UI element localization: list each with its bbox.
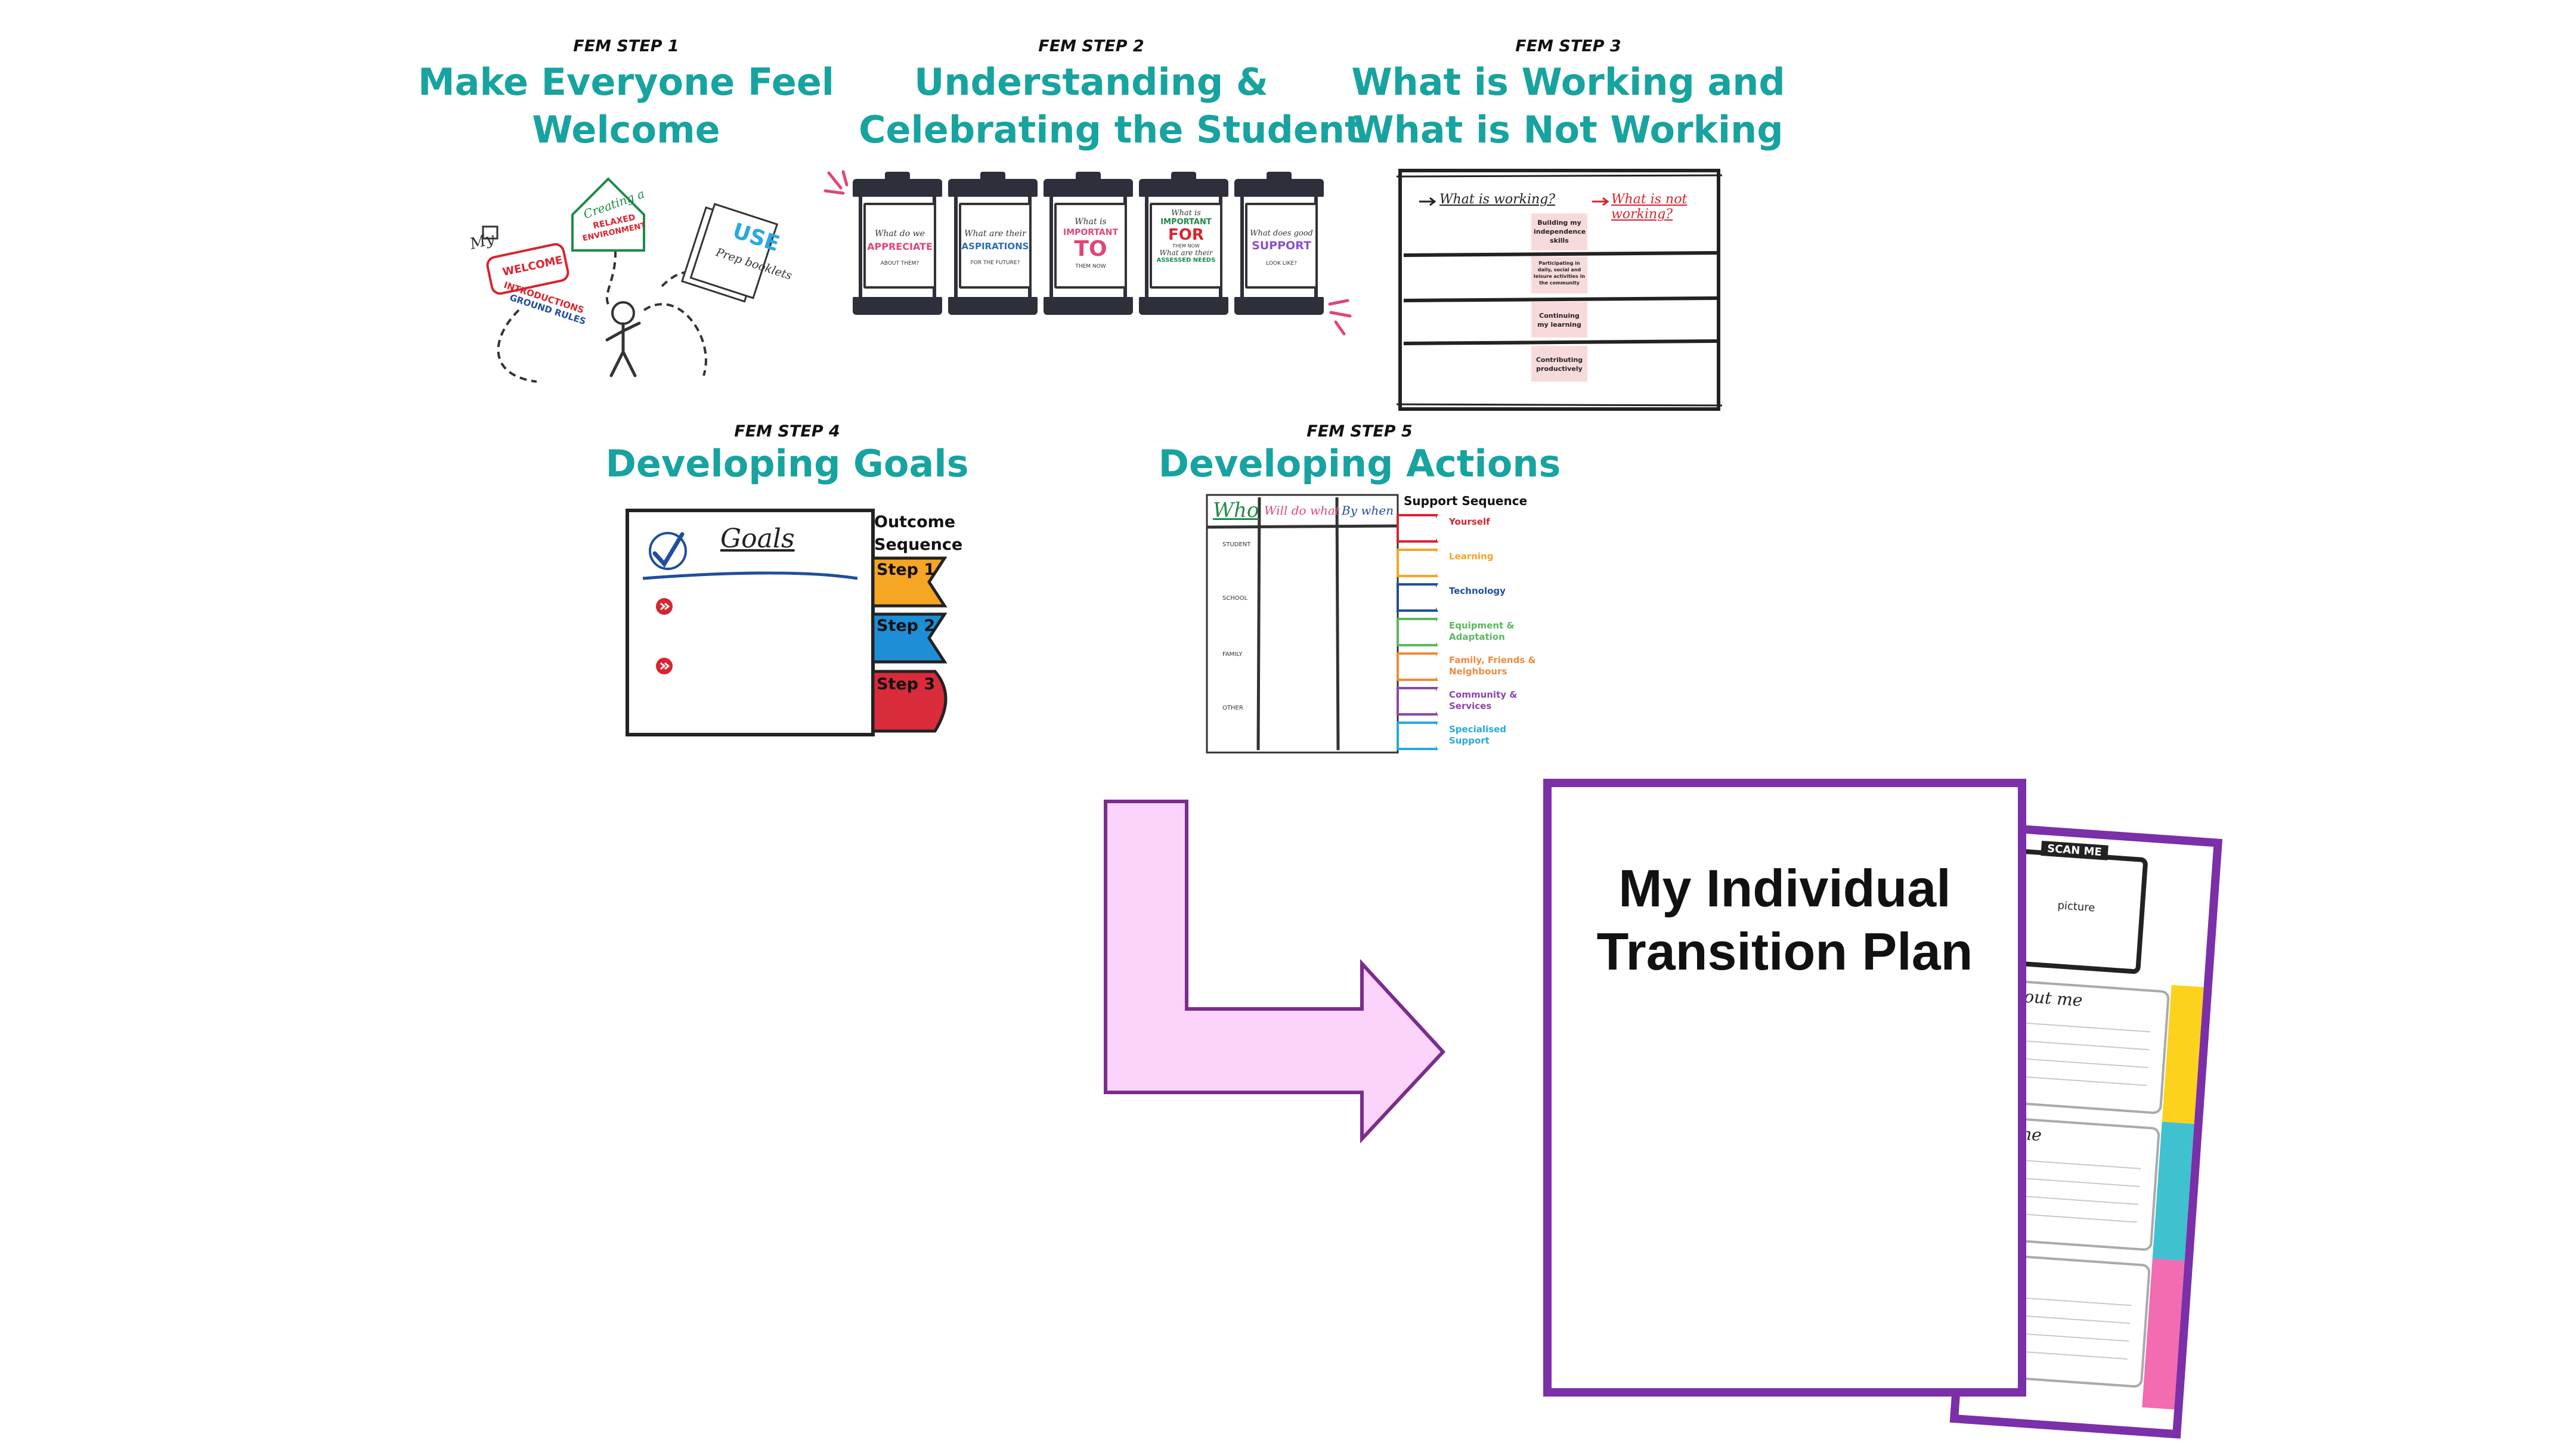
plan-title-line2: Transition Plan bbox=[1596, 922, 1973, 981]
support-item-5: Family, Friends &Neighbours bbox=[1397, 652, 1552, 683]
canister-1-main: APPRECIATE bbox=[867, 241, 933, 252]
support-item-4-label: Equipment &Adaptation bbox=[1449, 620, 1515, 642]
family-icon bbox=[1397, 652, 1438, 681]
canister-appreciate: What do we APPRECIATE ABOUT THEM? bbox=[853, 172, 942, 315]
step5-col-who: Who bbox=[1213, 499, 1259, 522]
plan-front-page: My Individual Transition Plan bbox=[1543, 779, 2026, 1397]
canister-2-bottom: FOR THE FUTURE? bbox=[970, 260, 1020, 266]
support-item-2: Learning bbox=[1397, 549, 1552, 580]
step5-table-frame bbox=[1206, 494, 1399, 754]
step3-item-2: Participating in daily, social and leisu… bbox=[1533, 261, 1586, 286]
step4-flag-3: Step 3 bbox=[877, 675, 936, 693]
step3-title-line1: What is Working and bbox=[1351, 60, 1785, 104]
canister-4-bottom: ASSESSED NEEDS bbox=[1156, 257, 1216, 264]
support-item-4: Equipment &Adaptation bbox=[1397, 618, 1552, 649]
step4-goals-heading: Goals bbox=[720, 524, 795, 554]
book-icon bbox=[1397, 549, 1438, 577]
canister-1-bottom: ABOUT THEM? bbox=[880, 261, 919, 267]
step5-col-will: Will do what bbox=[1264, 503, 1340, 518]
step5-actions-table: Who Will do what By when STUDENT SCHOOL … bbox=[1205, 493, 1401, 756]
canister-important-to: What is IMPORTANT TO THEM NOW bbox=[1044, 172, 1133, 315]
canister-4-top2: What are their bbox=[1159, 249, 1213, 257]
step3-item-3: Continuing my learning bbox=[1537, 312, 1581, 329]
step2-title-line1: Understanding & bbox=[914, 60, 1268, 104]
canister-5-top: What does good bbox=[1250, 229, 1313, 238]
canister-aspirations: What are their ASPIRATIONS FOR THE FUTUR… bbox=[948, 172, 1038, 315]
canister-4-mid: THEM NOW bbox=[1172, 243, 1200, 249]
support-item-1: Yourself bbox=[1397, 514, 1552, 545]
step3-working-label: What is working? bbox=[1439, 192, 1556, 207]
step3-title-line2: What is Not Working bbox=[1353, 108, 1784, 151]
step5-support-title: Support Sequence bbox=[1404, 494, 1528, 508]
step3-chart-frame bbox=[1396, 169, 1723, 411]
step4-goals-frame bbox=[626, 509, 948, 736]
canister-support: What does good SUPPORT LOOK LIKE? bbox=[1234, 172, 1324, 315]
step3-item-4: Contributing productively bbox=[1535, 356, 1583, 373]
support-item-2-label: Learning bbox=[1449, 551, 1494, 562]
step5-row-student: STUDENT bbox=[1222, 541, 1251, 548]
tools-icon bbox=[1397, 618, 1438, 646]
step3-chart: What is working? What is not working? Bu… bbox=[1395, 166, 1723, 416]
step5-row-family: FAMILY bbox=[1222, 651, 1243, 658]
canister-1-top: What do we bbox=[875, 229, 925, 239]
community-icon bbox=[1397, 687, 1438, 716]
step1-drawing bbox=[482, 177, 779, 383]
step1-label: FEM STEP 1 bbox=[573, 37, 679, 55]
step4-title: Developing Goals bbox=[605, 442, 969, 485]
sparkle-right-icon bbox=[1328, 299, 1352, 336]
computer-icon bbox=[1397, 583, 1438, 612]
step4-goals-card: Goals Outcome Sequence Step 1 Step 2 Ste… bbox=[625, 508, 962, 738]
step3-not-working-label: What is not working? bbox=[1611, 192, 1688, 222]
support-item-5-label: Family, Friends &Neighbours bbox=[1449, 655, 1536, 677]
canister-4-top: What is bbox=[1171, 209, 1201, 218]
sparkle-left-icon bbox=[823, 170, 849, 195]
step5-row-school: SCHOOL bbox=[1222, 595, 1248, 602]
step3-label: FEM STEP 3 bbox=[1515, 37, 1621, 55]
support-item-1-label: Yourself bbox=[1449, 516, 1490, 527]
step5-col-when: By when bbox=[1342, 503, 1394, 518]
canister-important-for: What is IMPORTANT FOR THEM NOW What are … bbox=[1139, 172, 1228, 315]
step4-outcome-2: Sequence bbox=[874, 535, 963, 554]
canister-2-main: ASPIRATIONS bbox=[961, 241, 1029, 252]
canister-3-main2: TO bbox=[1074, 237, 1107, 261]
step2-label: FEM STEP 2 bbox=[1038, 37, 1144, 55]
step4-label: FEM STEP 4 bbox=[734, 422, 840, 441]
canister-4-main: IMPORTANT bbox=[1160, 218, 1212, 227]
step1-title-line2: Welcome bbox=[532, 108, 720, 151]
canister-5-bottom: LOOK LIKE? bbox=[1266, 261, 1297, 267]
canister-4-main2: FOR bbox=[1168, 226, 1204, 244]
flow-arrow-icon bbox=[1104, 800, 1446, 1144]
canister-2-top: What are their bbox=[964, 229, 1026, 239]
picture-placeholder: picture bbox=[2057, 899, 2096, 915]
canister-3-top: What is bbox=[1075, 217, 1107, 227]
canister-3-bottom: THEM NOW bbox=[1075, 264, 1106, 270]
canister-5-main: SUPPORT bbox=[1252, 239, 1311, 252]
step3-item-1: Building my independence skills bbox=[1534, 219, 1586, 244]
step5-row-other: OTHER bbox=[1222, 705, 1243, 711]
step4-flag-1: Step 1 bbox=[877, 561, 936, 579]
step5-title: Developing Actions bbox=[1158, 442, 1561, 485]
support-item-3: Technology bbox=[1397, 583, 1552, 614]
person-icon bbox=[1397, 514, 1438, 543]
canister-3-main: IMPORTANT bbox=[1063, 228, 1119, 237]
specialist-icon bbox=[1397, 722, 1438, 750]
support-item-6-label: Community &Services bbox=[1449, 689, 1518, 711]
step5-label: FEM STEP 5 bbox=[1306, 422, 1413, 441]
support-item-6: Community &Services bbox=[1397, 687, 1552, 718]
step4-flag-2: Step 2 bbox=[877, 617, 936, 635]
step4-outcome-1: Outcome bbox=[874, 513, 956, 531]
step1-title-line1: Make Everyone Feel bbox=[417, 60, 835, 104]
plan-title-line1: My Individual bbox=[1618, 859, 1951, 918]
step2-title-line2: Celebrating the Student bbox=[859, 108, 1363, 151]
support-item-3-label: Technology bbox=[1449, 586, 1506, 596]
step1-illustration: My WELCOME INTRODUCTIONS GROUND RULES Cr… bbox=[465, 161, 799, 400]
